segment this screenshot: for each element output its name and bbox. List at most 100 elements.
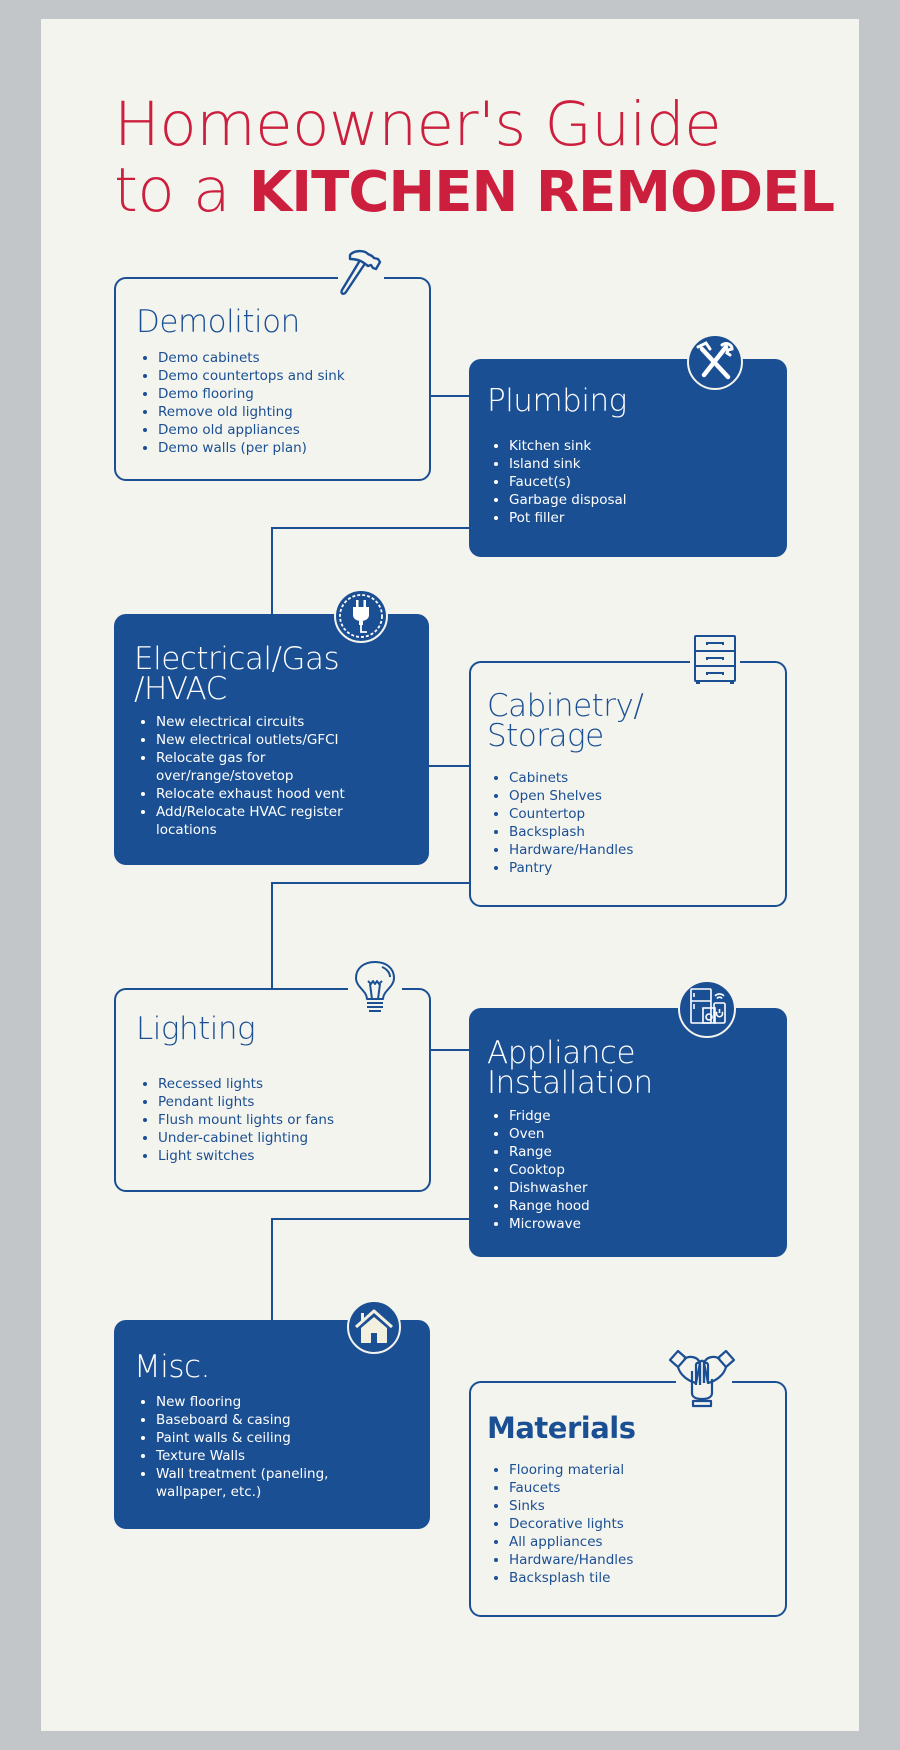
card-title-line-1: Electrical/Gas — [134, 641, 340, 677]
light-bulb-icon — [355, 961, 395, 1012]
smart-appliances-icon — [678, 980, 736, 1038]
item-list: Recessed lights Pendant lights Flush mou… — [136, 1075, 334, 1165]
page-title: Homeowner's Guide to a KITCHEN REMODEL — [114, 89, 835, 226]
card-title: Lighting — [136, 1011, 256, 1047]
card-title-line-1: Appliance — [487, 1035, 636, 1071]
list-item: Garbage disposal — [509, 491, 627, 509]
list-item: Pantry — [509, 859, 633, 877]
list-item: Range hood — [509, 1197, 590, 1215]
list-item: Flush mount lights or fans — [158, 1111, 334, 1129]
hammer-icon — [340, 249, 382, 295]
connector-line — [429, 765, 470, 767]
list-item: Faucets — [509, 1479, 633, 1497]
connector-line — [271, 882, 273, 989]
list-item: Open Shelves — [509, 787, 633, 805]
list-item: Island sink — [509, 455, 627, 473]
card-title-line-2: /HVAC — [134, 671, 227, 707]
list-item: New flooring — [156, 1393, 336, 1411]
card-lighting: Lighting Recessed lights Pendant lights … — [114, 988, 431, 1192]
connector-line — [430, 395, 470, 397]
list-item: Demo countertops and sink — [158, 367, 345, 385]
list-item: Hardware/Handles — [509, 841, 633, 859]
connector-line — [271, 1218, 273, 1321]
connector-line — [271, 882, 470, 884]
card-title-line-1: Cabinetry/ — [487, 688, 644, 724]
item-list: Demo cabinets Demo countertops and sink … — [136, 349, 345, 457]
list-item: New electrical circuits — [156, 713, 356, 731]
item-list: Fridge Oven Range Cooktop Dishwasher Ran… — [487, 1107, 590, 1233]
list-item: Pot filler — [509, 509, 627, 527]
card-appliance: Appliance Installation Fridge Oven Range… — [469, 1008, 787, 1257]
list-item: Microwave — [509, 1215, 590, 1233]
list-item: Range — [509, 1143, 590, 1161]
item-list: Flooring material Faucets Sinks Decorati… — [487, 1461, 633, 1587]
list-item: Baseboard & casing — [156, 1411, 336, 1429]
border-gap — [348, 985, 402, 993]
card-misc: Misc. New flooring Baseboard & casing Pa… — [114, 1320, 430, 1529]
list-item: New electrical outlets/GFCI — [156, 731, 356, 749]
drawer-cabinet-icon — [694, 635, 736, 684]
connector-line — [430, 1049, 470, 1051]
list-item: Add/Relocate HVAC register locations — [156, 803, 356, 839]
hands-together-icon — [668, 1349, 736, 1408]
list-item: Oven — [509, 1125, 590, 1143]
plug-icon — [334, 589, 388, 643]
list-item: Relocate exhaust hood vent — [156, 785, 356, 803]
border-gap — [338, 274, 384, 282]
list-item: Kitchen sink — [509, 437, 627, 455]
list-item: All appliances — [509, 1533, 633, 1551]
card-title-line-2: Storage — [487, 718, 604, 754]
title-line-1: Homeowner's Guide — [114, 89, 722, 160]
card-cabinetry: Cabinetry/ Storage Cabinets Open Shelves… — [469, 661, 787, 907]
list-item: Light switches — [158, 1147, 334, 1165]
list-item: Cooktop — [509, 1161, 590, 1179]
connector-line — [271, 1218, 470, 1220]
list-item: Demo flooring — [158, 385, 345, 403]
list-item: Wall treatment (paneling, wallpaper, etc… — [156, 1465, 336, 1501]
title-line-2: to a KITCHEN REMODEL — [114, 155, 835, 226]
card-title: Cabinetry/ Storage — [487, 688, 644, 754]
card-materials: Materials Flooring material Faucets Sink… — [469, 1381, 787, 1617]
card-title-line-2: Installation — [487, 1065, 653, 1101]
list-item: Dishwasher — [509, 1179, 590, 1197]
wrench-pipe-wrench-icon — [687, 334, 743, 390]
list-item: Backsplash — [509, 823, 633, 841]
list-item: Paint walls & ceiling — [156, 1429, 336, 1447]
connector-line — [271, 527, 273, 615]
border-gap — [690, 658, 740, 666]
list-item: Hardware/Handles — [509, 1551, 633, 1569]
card-plumbing: Plumbing Kitchen sink Island sink Faucet… — [469, 359, 787, 557]
list-item: Fridge — [509, 1107, 590, 1125]
title-emphasis: KITCHEN REMODEL — [248, 160, 835, 225]
list-item: Demo cabinets — [158, 349, 345, 367]
item-list: New flooring Baseboard & casing Paint wa… — [134, 1393, 336, 1501]
list-item: Faucet(s) — [509, 473, 627, 491]
card-title: Misc. — [134, 1349, 210, 1385]
connector-line — [271, 527, 470, 529]
card-title: Appliance Installation — [487, 1035, 653, 1101]
item-list: Kitchen sink Island sink Faucet(s) Garba… — [487, 437, 627, 527]
list-item: Cabinets — [509, 769, 633, 787]
house-icon — [347, 1300, 401, 1354]
list-item: Texture Walls — [156, 1447, 336, 1465]
list-item: Countertop — [509, 805, 633, 823]
card-demolition: Demolition Demo cabinets Demo countertop… — [114, 277, 431, 481]
list-item: Under-cabinet lighting — [158, 1129, 334, 1147]
list-item: Recessed lights — [158, 1075, 334, 1093]
list-item: Remove old lighting — [158, 403, 345, 421]
title-prefix: to a — [114, 155, 249, 226]
list-item: Relocate gas for over/range/stovetop — [156, 749, 321, 785]
card-title: Materials — [487, 1411, 636, 1445]
list-item: Decorative lights — [509, 1515, 633, 1533]
card-electrical: Electrical/Gas /HVAC New electrical circ… — [114, 614, 429, 865]
list-item: Sinks — [509, 1497, 633, 1515]
item-list: New electrical circuits New electrical o… — [134, 713, 356, 839]
card-title: Demolition — [136, 304, 300, 340]
list-item: Demo old appliances — [158, 421, 345, 439]
card-title: Plumbing — [487, 383, 627, 419]
list-item: Demo walls (per plan) — [158, 439, 345, 457]
list-item: Backsplash tile — [509, 1569, 633, 1587]
item-list: Cabinets Open Shelves Countertop Backspl… — [487, 769, 633, 877]
card-title: Electrical/Gas /HVAC — [134, 641, 340, 707]
list-item: Pendant lights — [158, 1093, 334, 1111]
